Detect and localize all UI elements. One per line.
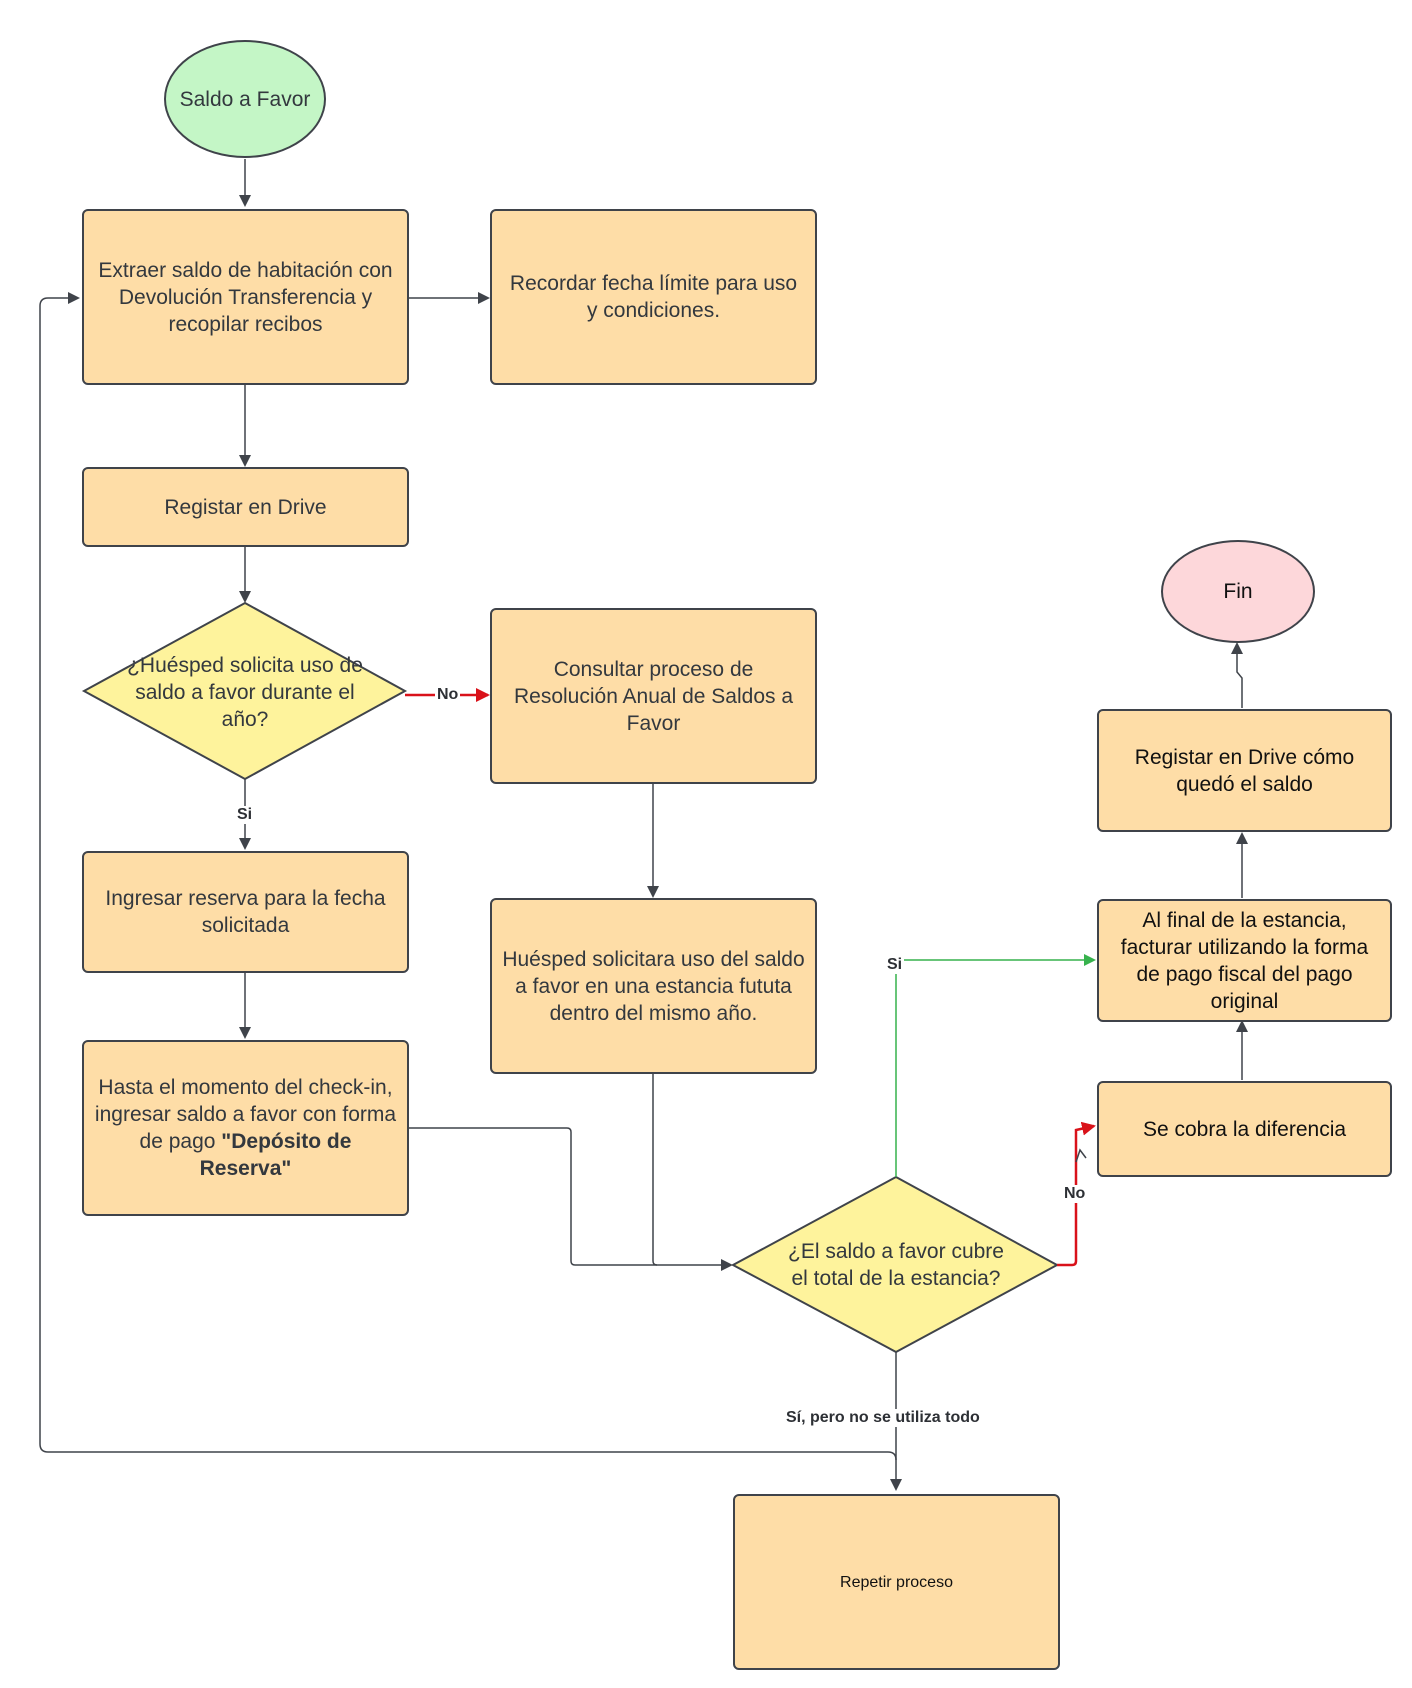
edge-no-secobra <box>1057 1121 1096 1267</box>
step-registrar-saldo: Registar en Drive cómo quedó el saldo <box>1097 709 1392 832</box>
edge-label-si-2: Si <box>885 956 905 974</box>
decision-uso-label: ¿Huésped solicita uso de saldo a favor d… <box>127 653 363 731</box>
edge-registrar-fin <box>1231 642 1243 708</box>
step-facturar: Al final de la estancia, facturar utiliz… <box>1097 899 1392 1022</box>
edge-no-secobra-hook <box>1075 1148 1087 1163</box>
step-recordar-label: Recordar fecha límite para uso y condici… <box>509 272 798 322</box>
step-extraer-saldo: Extraer saldo de habitación con Devoluci… <box>82 209 409 385</box>
step-consultar-proceso: Consultar proceso de Resolución Anual de… <box>490 608 817 784</box>
step-repetir-label: Repetir proceso <box>840 1573 953 1591</box>
step-facturar-label: Al final de la estancia, facturar utiliz… <box>1120 908 1369 1013</box>
edge-label-parcial: Sí, pero no se utiliza todo <box>784 1409 982 1427</box>
end-label: Fin <box>1223 580 1253 603</box>
edge-loop-back <box>39 292 897 1461</box>
edge-label-si-1: Si <box>235 806 255 824</box>
step-hasta-label: Hasta el momento del check-in, ingresar … <box>94 1074 397 1182</box>
step-consultar-label: Consultar proceso de Resolución Anual de… <box>513 657 794 735</box>
edge-hasta-decision <box>408 1127 733 1271</box>
start-terminal: Saldo a Favor <box>164 40 326 158</box>
step-extraer-label: Extraer saldo de habitación con Devoluci… <box>98 258 393 336</box>
decision-cubre-label: ¿El saldo a favor cubre el total de la e… <box>788 1240 1004 1290</box>
decision-uso: ¿Huésped solicita uso de saldo a favor d… <box>125 636 365 748</box>
decision-cubre: ¿El saldo a favor cubre el total de la e… <box>786 1220 1006 1310</box>
step-recordar-fecha: Recordar fecha límite para uso y condici… <box>490 209 817 385</box>
step-ingresar-reserva: Ingresar reserva para la fecha solicitad… <box>82 851 409 973</box>
step-hasta-checkin: Hasta el momento del check-in, ingresar … <box>82 1040 409 1216</box>
step-hasta-bold: "Depósito de Reserva" <box>199 1130 352 1180</box>
edge-label-no-1: No <box>435 686 461 704</box>
end-terminal: Fin <box>1161 540 1315 643</box>
edge-label-no-2: No <box>1062 1185 1088 1203</box>
edge-huesped-decision <box>652 1074 658 1266</box>
step-huesped-solicitara: Huésped solicitara uso del saldo a favor… <box>490 898 817 1074</box>
step-registrar-label: Registar en Drive <box>164 495 327 519</box>
step-registrar-drive: Registar en Drive <box>82 467 409 547</box>
edge-si-facturar <box>895 954 1096 1177</box>
step-huesped-label: Huésped solicitara uso del saldo a favor… <box>502 947 805 1025</box>
step-ingresar-label: Ingresar reserva para la fecha solicitad… <box>105 887 386 937</box>
step-registrar-saldo-label: Registar en Drive cómo quedó el saldo <box>1134 745 1355 796</box>
step-se-cobra-label: Se cobra la diferencia <box>1142 1117 1347 1141</box>
step-hasta-text: Hasta el momento del check-in, ingresar … <box>94 1076 397 1153</box>
start-label: Saldo a Favor <box>179 87 311 111</box>
step-repetir-proceso: Repetir proceso <box>733 1494 1060 1670</box>
step-se-cobra: Se cobra la diferencia <box>1097 1081 1392 1177</box>
